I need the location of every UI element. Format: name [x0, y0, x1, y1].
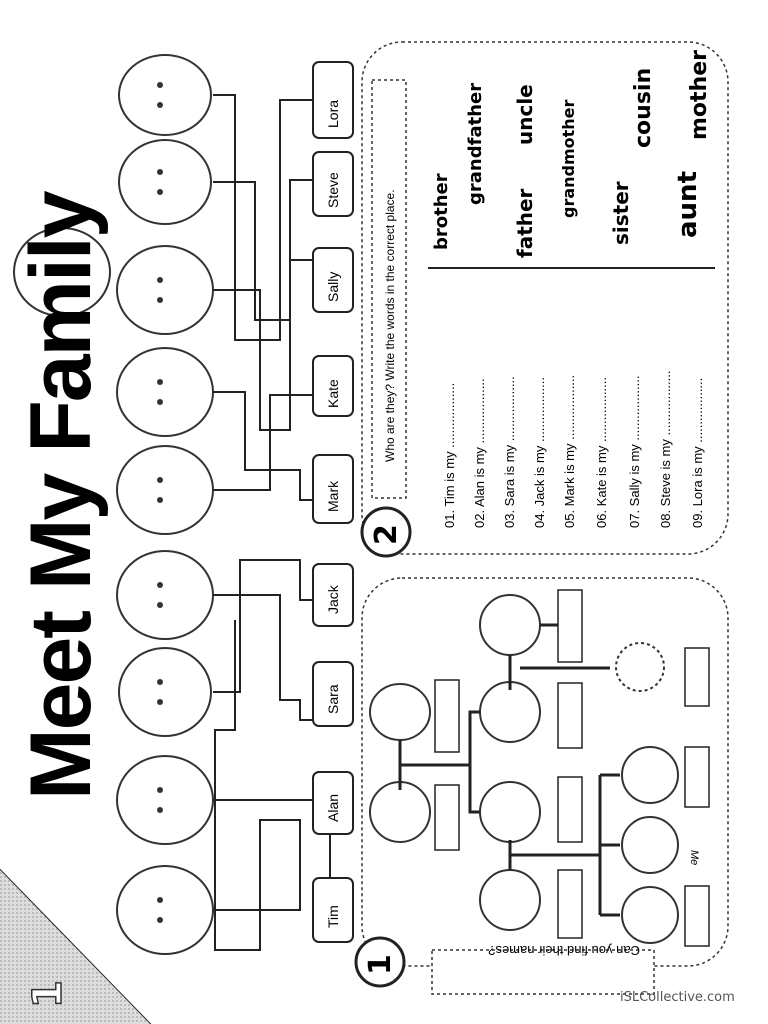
- connector-lines: [213, 94, 331, 951]
- name-boxes: [312, 61, 354, 943]
- section1-instruction: Can you find their names?: [488, 943, 640, 958]
- page-number: 1: [24, 979, 72, 1008]
- section2-number-circle: [360, 506, 412, 558]
- watermark: iSLCollective.com: [620, 990, 735, 1005]
- section2-number: 2: [369, 524, 404, 545]
- face-icon: [13, 227, 111, 317]
- tree-lines: [398, 623, 620, 917]
- face-icon: [116, 755, 214, 845]
- sentence-item: 04. Jack is my ..................: [532, 377, 547, 528]
- face-features: [157, 82, 163, 923]
- tree-faces: [369, 594, 679, 944]
- face-icon: [116, 245, 214, 335]
- name-label-lora: Lora: [325, 99, 341, 128]
- me-label: Me: [688, 850, 700, 866]
- face-icon: [116, 550, 214, 640]
- name-label-sally: Sally: [325, 271, 341, 302]
- word-bank-father: father: [513, 188, 537, 258]
- name-label-jack: Jack: [325, 585, 341, 614]
- face-icon: [116, 865, 214, 955]
- word-bank-grandfather: grandfather: [465, 82, 486, 205]
- answer-boxes: [434, 589, 710, 947]
- section2-instruction: Who are they? Write the words in the cor…: [383, 189, 397, 462]
- sentence-item: 09. Lora is my ..................: [690, 377, 705, 528]
- word-bank-cousin: cousin: [631, 67, 656, 148]
- name-label-sara: Sara: [325, 684, 341, 714]
- name-label-mark: Mark: [325, 480, 341, 512]
- sentence-item: 02. Alan is my ..................: [472, 378, 487, 528]
- top-faces: [13, 54, 214, 955]
- name-label-tim: Tim: [325, 905, 341, 928]
- word-bank-mother: mother: [687, 50, 712, 140]
- face-icon: [118, 54, 212, 136]
- section1-number: 1: [363, 954, 398, 975]
- face-icon: [116, 445, 214, 535]
- sentence-item: 05. Mark is my ..................: [562, 374, 577, 528]
- face-icon: [116, 347, 214, 437]
- word-bank-uncle: uncle: [513, 84, 537, 145]
- word-bank-brother: brother: [431, 173, 452, 250]
- word-bank-aunt: aunt: [673, 171, 703, 238]
- corner-hatch: [0, 870, 150, 1024]
- section1-instruction-box: [431, 949, 655, 995]
- word-bank-sister: sister: [609, 181, 633, 245]
- sentence-item: 08. Steve is my ..................: [658, 370, 673, 529]
- name-label-alan: Alan: [325, 793, 341, 822]
- section2-box: [361, 41, 729, 555]
- sentence-item: 07. Sally is my ..................: [627, 375, 642, 528]
- sentence-item: 03. Sara is my ..................: [502, 376, 517, 528]
- name-label-steve: Steve: [325, 172, 341, 208]
- name-label-kate: Kate: [325, 379, 341, 408]
- sentence-item: 01. Tim is my ..................: [442, 382, 457, 528]
- sentence-item: 06. Kate is my ..................: [594, 377, 609, 528]
- section2-instruction-box: [371, 79, 407, 499]
- face-icon: [118, 139, 212, 225]
- section1-number-circle: [354, 936, 406, 988]
- word-bank-grandmother: grandmother: [559, 99, 578, 218]
- face-icon: [118, 647, 212, 737]
- page-title: Meet My Family: [13, 192, 109, 800]
